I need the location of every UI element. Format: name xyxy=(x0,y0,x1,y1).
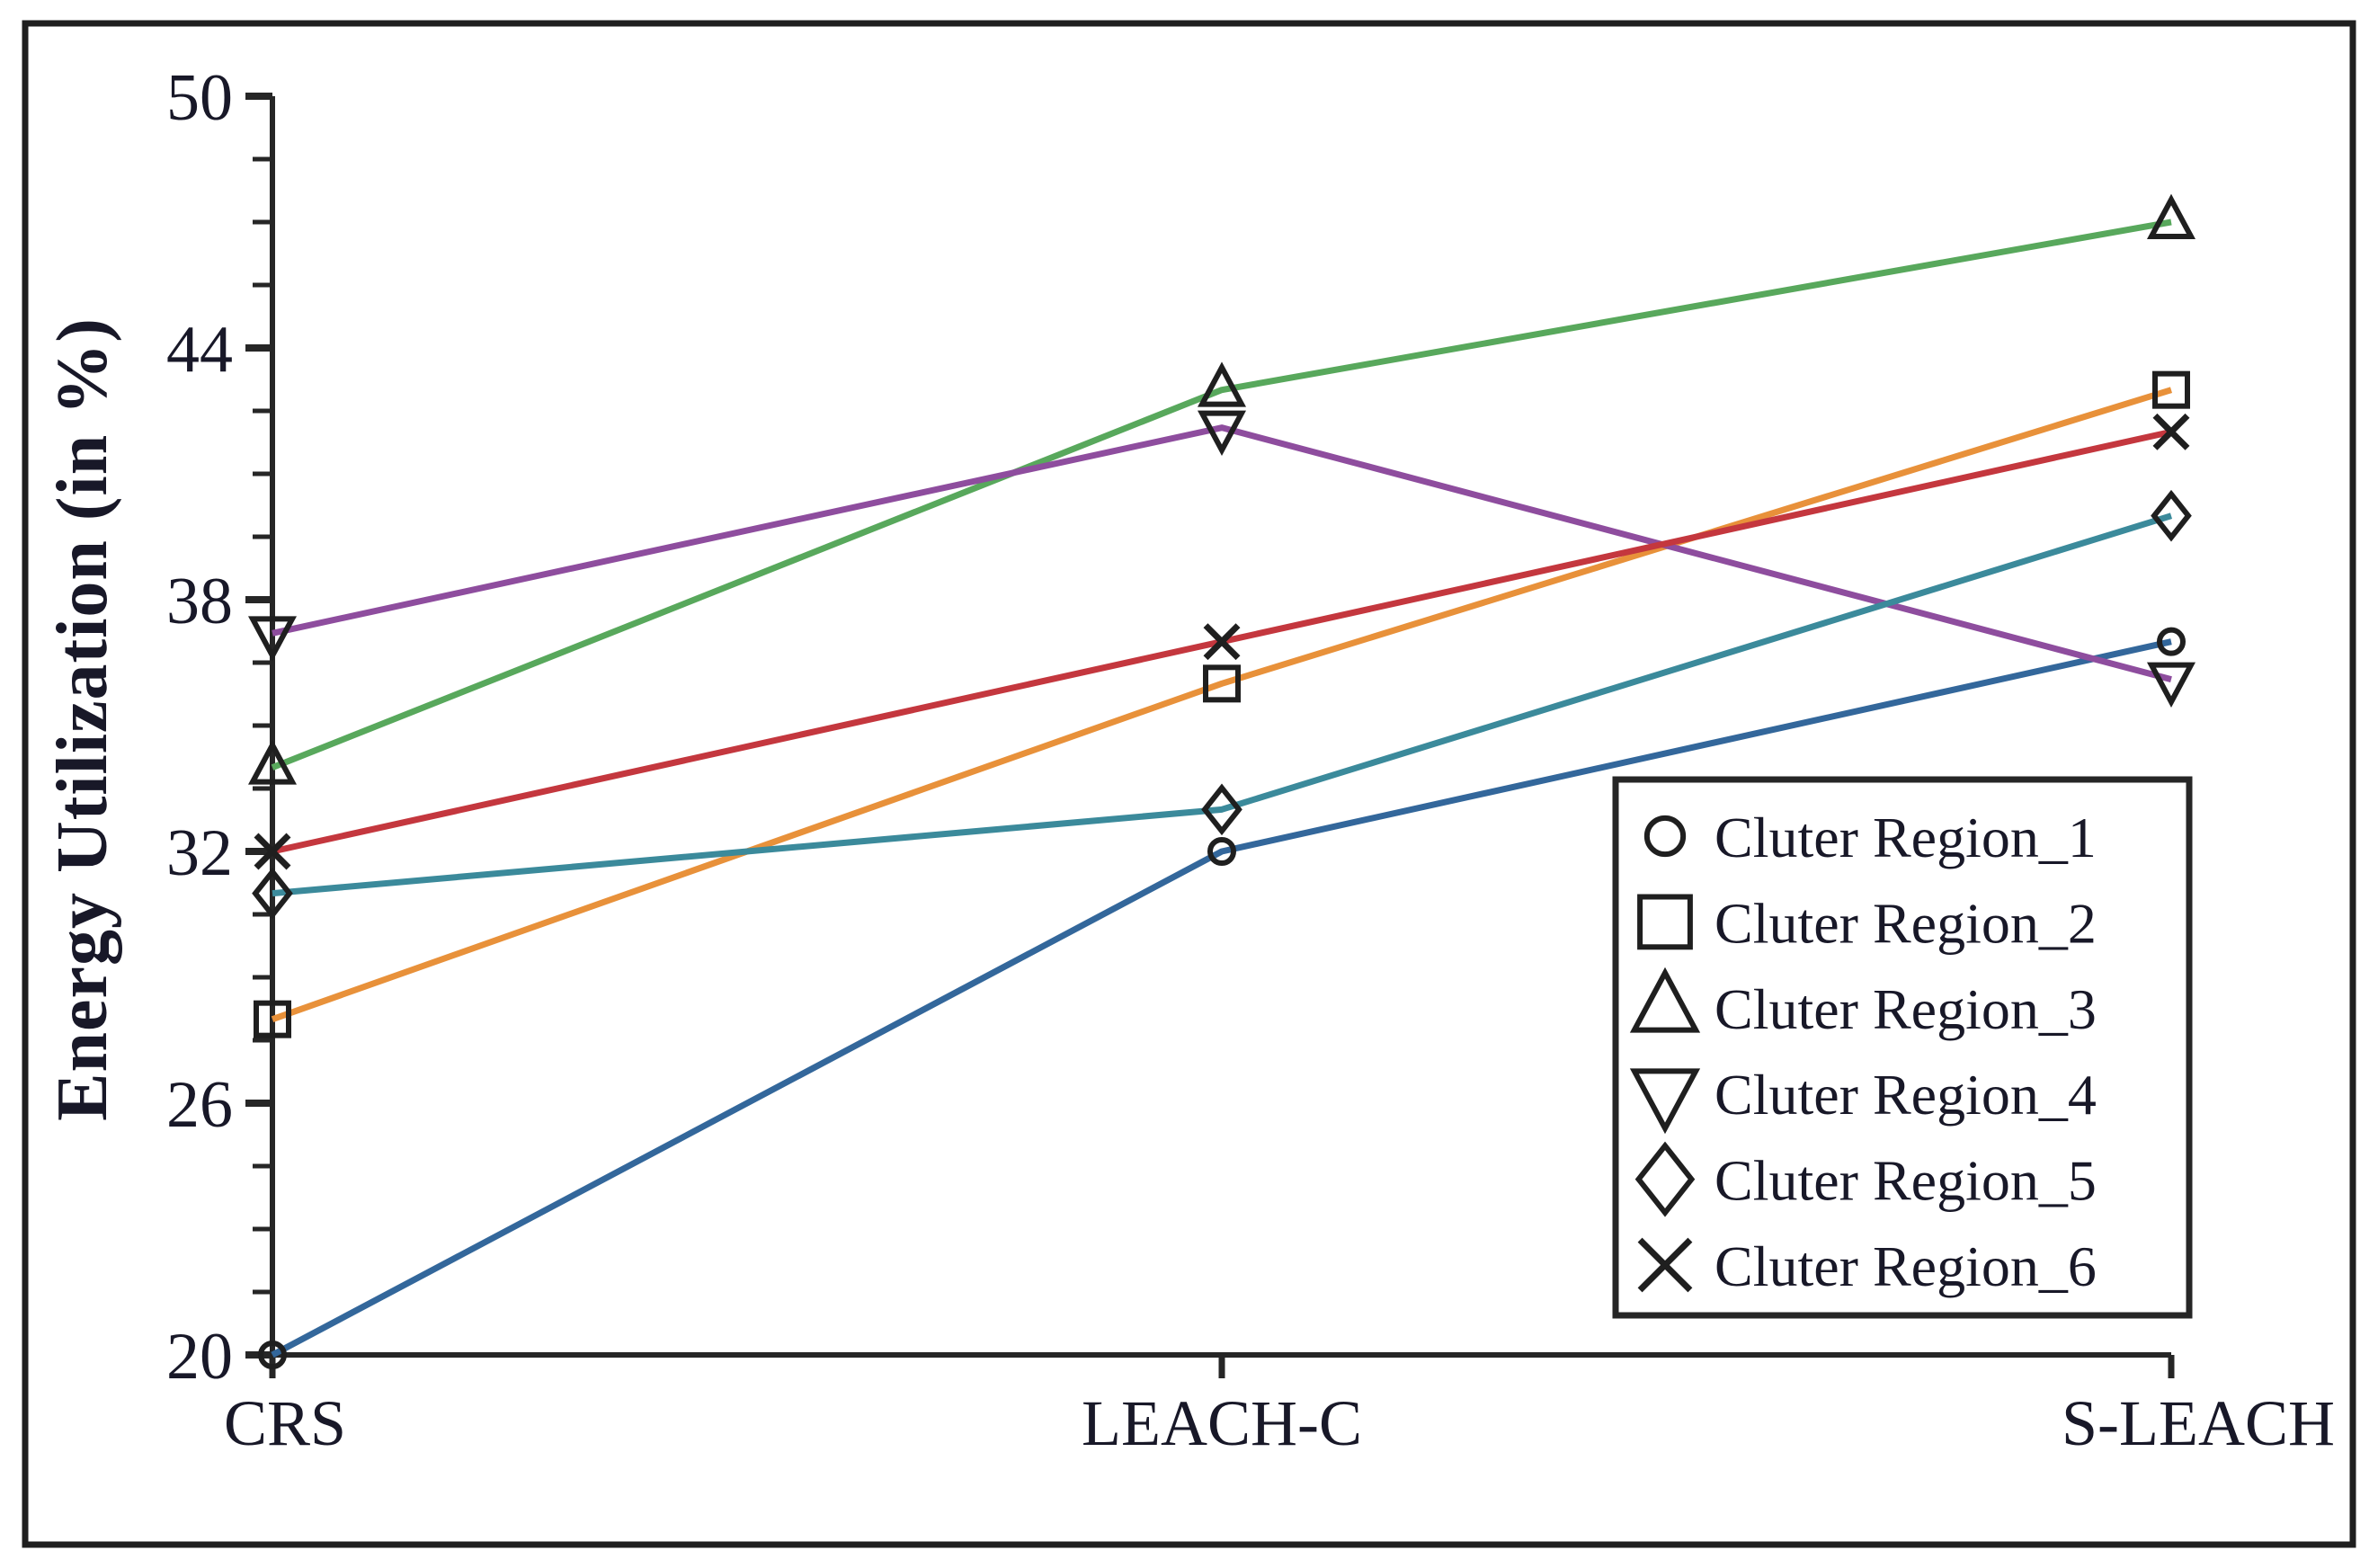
x-marker-CRS xyxy=(254,833,291,870)
series-line-2 xyxy=(271,387,2173,1022)
series-line-3 xyxy=(271,218,2172,771)
square-marker-S-LEACH xyxy=(2152,370,2190,409)
square-marker-icon xyxy=(1637,894,1693,950)
y-tick-label-44: 44 xyxy=(166,313,233,387)
circle-marker-icon xyxy=(1643,815,1687,858)
triangle-down-marker-LEACH-C xyxy=(1197,410,1247,457)
x-tick-label-S-LEACH: S-LEACH xyxy=(2062,1387,2335,1459)
series-markers xyxy=(247,193,2196,1369)
y-axis-title: Energy Utilization (in %) xyxy=(43,317,122,1121)
legend-item-label: Cluter Region_5 xyxy=(1714,1149,2097,1213)
figure-border xyxy=(22,20,2356,1548)
x-tick-label-CRS: CRS xyxy=(224,1387,346,1459)
series-line-1 xyxy=(271,638,2172,1359)
y-tick-label-50: 50 xyxy=(166,61,233,135)
legend-item-label: Cluter Region_2 xyxy=(1714,891,2097,955)
triangle-up-marker-LEACH-C xyxy=(1197,361,1247,407)
diamond-marker-CRS xyxy=(252,867,293,920)
legend-item: Cluter Region_5 xyxy=(1634,1141,2097,1217)
x-marker-S-LEACH xyxy=(2152,413,2190,450)
y-tick-label-32: 32 xyxy=(166,816,233,890)
legend-item: Cluter Region_3 xyxy=(1629,967,2097,1041)
legend-item: Cluter Region_4 xyxy=(1629,1063,2097,1135)
circle-marker-CRS xyxy=(258,1341,287,1369)
diamond-marker-S-LEACH xyxy=(2151,489,2192,542)
legend-item: Cluter Region_1 xyxy=(1643,806,2097,869)
legend-item-label: Cluter Region_6 xyxy=(1714,1234,2097,1298)
legend-item: Cluter Region_6 xyxy=(1637,1234,2097,1298)
series-line-4 xyxy=(272,424,2172,683)
series-line-5 xyxy=(272,512,2173,897)
legend-item: Cluter Region_2 xyxy=(1637,891,2097,955)
triangle-down-marker-S-LEACH xyxy=(2146,662,2196,708)
x-marker-LEACH-C xyxy=(1203,623,1241,661)
square-marker-LEACH-C xyxy=(1203,664,1241,703)
triangle-up-marker-icon xyxy=(1629,967,1701,1033)
square-marker-CRS xyxy=(254,1000,291,1038)
triangle-up-marker-CRS xyxy=(247,739,298,785)
legend-item-label: Cluter Region_3 xyxy=(1714,977,2097,1041)
x-marker-icon xyxy=(1637,1237,1693,1293)
diamond-marker-LEACH-C xyxy=(1201,783,1242,836)
circle-marker-S-LEACH xyxy=(2157,627,2186,656)
y-tick-label-38: 38 xyxy=(166,565,233,638)
triangle-up-marker-S-LEACH xyxy=(2146,193,2196,239)
diamond-marker-icon xyxy=(1634,1141,1696,1217)
y-tick-label-20: 20 xyxy=(166,1320,233,1394)
triangle-down-marker-CRS xyxy=(247,616,298,662)
triangle-down-marker-icon xyxy=(1629,1068,1701,1135)
legend-item-label: Cluter Region_4 xyxy=(1714,1063,2097,1127)
x-tick-label-LEACH-C: LEACH-C xyxy=(1082,1387,1362,1459)
legend-box xyxy=(1612,776,2193,1319)
circle-marker-LEACH-C xyxy=(1207,837,1236,866)
y-tick-label-26: 26 xyxy=(166,1068,233,1142)
legend-item-label: Cluter Region_1 xyxy=(1714,806,2097,869)
